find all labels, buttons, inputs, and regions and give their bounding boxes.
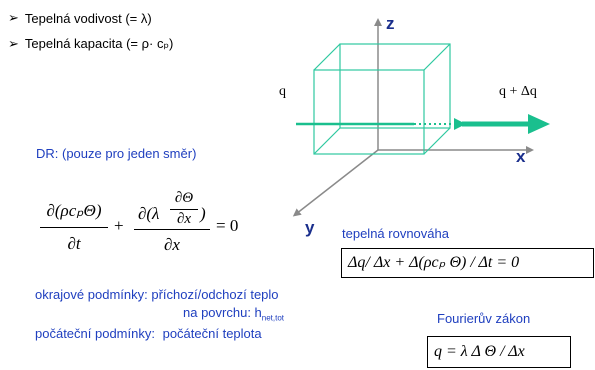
heat-balance-formula: Δq/ Δx + Δ(ρcₚ Θ) / Δt = 0 (341, 248, 594, 278)
eq-term2-num-right: ) (200, 204, 206, 223)
y-axis (292, 149, 379, 217)
initial-conditions: počáteční podmínky: počáteční teplota (35, 326, 262, 341)
bullet-thermal-conductivity: ➢ Tepelná vodivost (= λ) (8, 10, 152, 26)
cube-front-face (313, 69, 425, 155)
boundary-surface-line: na povrchu: hnet,tot (183, 305, 284, 323)
flux-mid-arrowhead (454, 118, 466, 130)
cube-edge (313, 43, 341, 71)
q-in-label: q (279, 84, 286, 99)
bullet-text: Tepelná vodivost (= λ) (24, 10, 152, 26)
eq-inner-numerator: ∂Θ (174, 190, 194, 206)
cube-edge (423, 127, 451, 155)
eq-rhs: = 0 (216, 216, 239, 235)
eq-inner-denominator: ∂x (176, 211, 192, 227)
initial-conditions-value: počáteční teplota (162, 326, 262, 341)
bullet-heat-capacity: ➢ Tepelná kapacita (= ρ· cₚ) (8, 36, 173, 52)
bullet-text: Tepelná kapacita (= ρ· cₚ) (24, 36, 174, 51)
differential-equation: ∂(ρcₚΘ) ∂t + ∂(λ ∂Θ ∂x ) ∂x = 0 (40, 190, 280, 262)
initial-conditions-label: počáteční podmínky: (35, 326, 155, 341)
eq-term1-numerator: ∂(ρcₚΘ) (46, 201, 102, 220)
eq-term1-fraction-bar (40, 227, 108, 228)
eq-term2-fraction-bar (134, 229, 210, 230)
q-out-label: q + Δq (499, 84, 537, 99)
eq-plus: + (114, 216, 124, 235)
cube-edge (423, 43, 451, 71)
fourier-law-formula: q = λ Δ Θ / Δx (427, 336, 571, 368)
eq-inner-fraction-bar (170, 209, 198, 210)
fourier-law-label: Fourierův zákon (437, 311, 531, 326)
eq-term1-denominator: ∂t (67, 234, 81, 253)
arrow-bullet-icon: ➢ (8, 10, 19, 25)
y-axis-label: y (305, 218, 315, 237)
boundary-surface-subscript: net,tot (261, 313, 285, 323)
x-axis-label: x (516, 147, 526, 166)
eq-term2-denominator: ∂x (164, 235, 180, 254)
arrow-bullet-icon: ➢ (8, 36, 19, 51)
cube-edge (313, 127, 341, 155)
boundary-conditions: okrajové podmínky: příchozí/odchozí tepl… (35, 287, 279, 302)
heat-balance-label: tepelná rovnováha (342, 226, 449, 241)
z-axis-label: z (386, 14, 395, 33)
eq-term2-num-left: ∂(λ (138, 204, 160, 223)
boundary-surface-text: na povrchu: h (183, 305, 262, 320)
dr-label: DR: (pouze pro jeden směr) (36, 146, 197, 161)
flux-out-arrowhead (528, 114, 550, 134)
cube-back-face (339, 43, 451, 129)
